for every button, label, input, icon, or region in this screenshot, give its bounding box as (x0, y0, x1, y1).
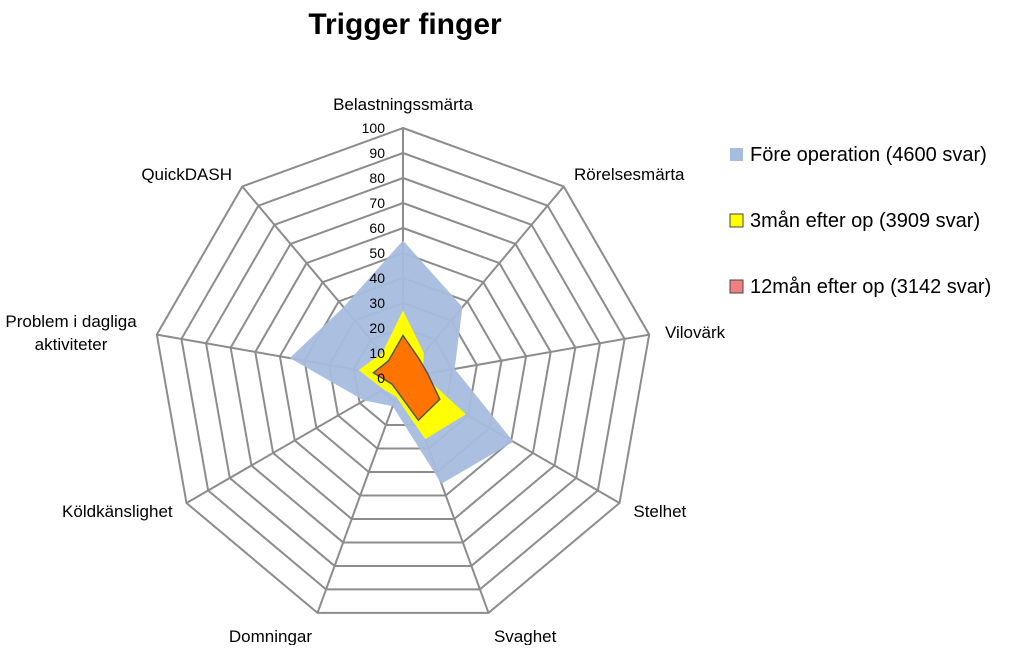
legend-swatch-3 (729, 279, 744, 294)
legend-swatch-1 (730, 148, 743, 161)
radial-tick-label: 70 (369, 195, 385, 211)
radial-tick-label: 20 (369, 320, 385, 336)
radial-tick-label: 0 (377, 370, 385, 386)
legend-label-2: 3mån efter op (3909 svar) (750, 210, 980, 232)
grid-ring (155, 126, 651, 614)
legend-label-1: Före operation (4600 svar) (750, 144, 987, 166)
axis-label: Rörelsesmärta (574, 165, 685, 184)
legend-swatch-2 (729, 213, 744, 228)
axis-label: Köldkänslighet (62, 502, 173, 521)
axis-label: Domningar (229, 627, 312, 645)
radial-tick-label: 30 (369, 295, 385, 311)
chart-title: Trigger finger (308, 8, 502, 41)
axis-label: Stelhet (633, 502, 686, 521)
radial-tick-label: 100 (362, 120, 386, 136)
axis-label: Belastningssmärta (333, 95, 473, 114)
grid-ring (254, 226, 552, 520)
axis-spoke (316, 377, 404, 614)
axis-label: Svaghet (494, 627, 557, 645)
axis-label: QuickDASH (141, 165, 232, 184)
legend-label-3: 12mån efter op (3142 svar) (750, 276, 991, 298)
axis-label: Vilovärk (665, 323, 726, 342)
radial-tick-label: 80 (369, 170, 385, 186)
radial-tick-label: 10 (369, 345, 385, 361)
series-area-3 (372, 334, 441, 422)
grid-ring (180, 151, 626, 591)
radial-tick-label: 50 (369, 245, 385, 261)
grid-ring (278, 251, 528, 497)
grid-ring (229, 201, 577, 544)
radial-tick-label: 90 (369, 145, 385, 161)
radial-tick-label: 60 (369, 220, 385, 236)
radial-tick-label: 40 (369, 270, 385, 286)
grid-ring (204, 176, 602, 567)
